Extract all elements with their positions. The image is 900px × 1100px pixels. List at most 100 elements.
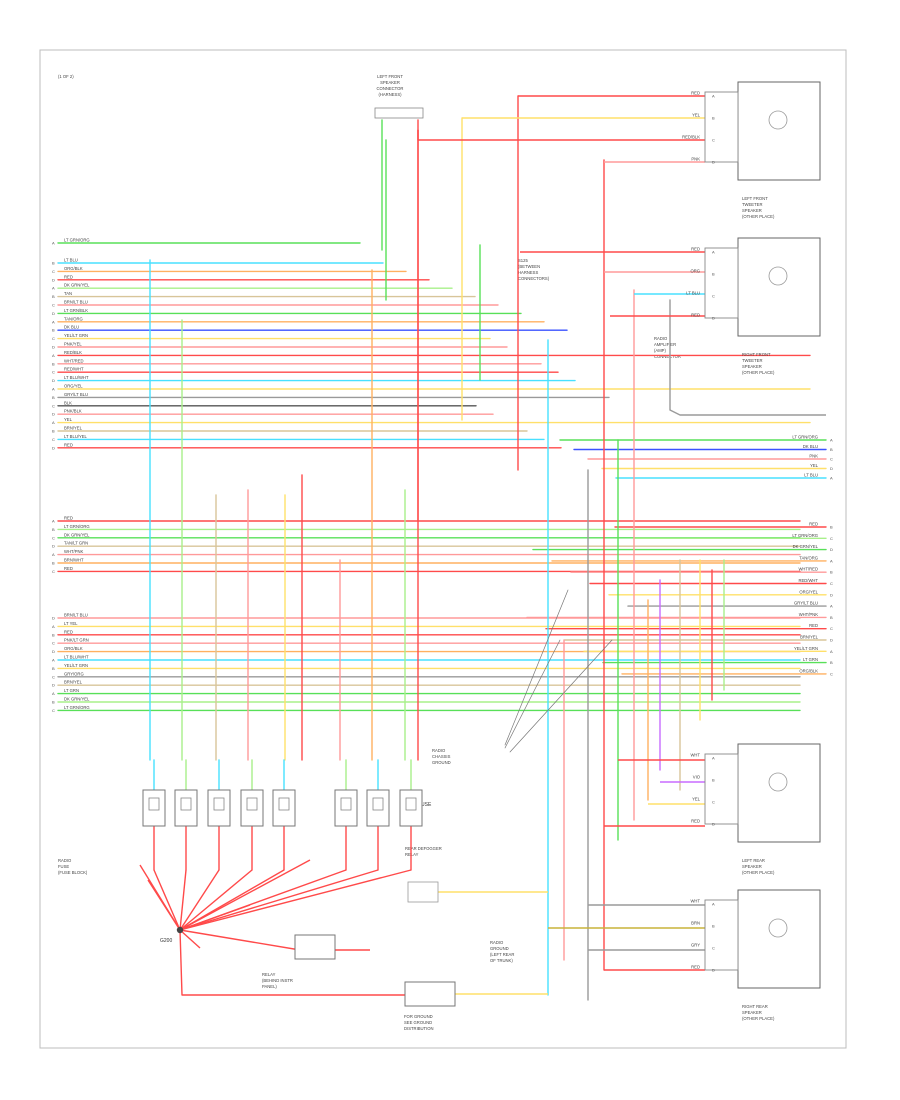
wire-label: RED: [64, 566, 73, 571]
pin-label: A: [712, 756, 715, 761]
wire-label: BRN/LT BLU: [64, 613, 88, 618]
wire-label: WHT/PNK: [799, 612, 819, 617]
speaker-box: [737, 237, 821, 337]
fuse-element: [148, 797, 160, 811]
callout-line: HARNESS: [518, 270, 538, 275]
wire-label: WHT/PNK: [64, 549, 84, 554]
wire-label: VIO: [693, 775, 701, 780]
pin-label: C: [52, 370, 55, 375]
pin-label: B: [52, 700, 55, 705]
pin-label: C: [52, 641, 55, 646]
speaker-label: (OTHER PLACE): [742, 214, 775, 219]
speaker-box: [737, 743, 821, 843]
pin-label: D: [830, 592, 833, 597]
wire-label: YEL/LT GRN: [64, 333, 88, 338]
pin-label: C: [830, 457, 833, 462]
pin-label: A: [830, 438, 833, 443]
wire-layer: [57, 93, 827, 1001]
fuse-element: [180, 797, 192, 811]
module-box: [272, 789, 296, 827]
callout-line: SPEAKER: [380, 80, 400, 85]
wire-label: DK BLU: [64, 325, 79, 330]
wire-label: RED: [64, 274, 73, 279]
pin-label: B: [52, 632, 55, 637]
speaker-connector: [704, 753, 739, 825]
wire: [179, 859, 311, 931]
wire-label: GRY/LT BLU: [64, 392, 88, 397]
pin-label: D: [52, 445, 55, 450]
pin-label: B: [52, 429, 55, 434]
wire-label: RED: [691, 313, 700, 318]
wire-label: WHT/RED: [64, 358, 84, 363]
wire-label: PNK/LT GRN: [64, 638, 89, 643]
wire: [153, 869, 181, 931]
pin-label: C: [52, 708, 55, 713]
wire-label: ORG/BLK: [799, 668, 818, 673]
wire-label: RED/BLK: [682, 135, 700, 140]
wire-label: RED: [64, 629, 73, 634]
pin-label: D: [830, 466, 833, 471]
pin-label: A: [52, 552, 55, 557]
wire: [179, 869, 253, 931]
ground-node: [176, 926, 184, 934]
pin-label: B: [52, 395, 55, 400]
pin-label: C: [52, 303, 55, 308]
wire: [179, 869, 220, 931]
pin-label: D: [830, 547, 833, 552]
pin-label: C: [830, 536, 833, 541]
wire-label: BRN/YEL: [64, 680, 83, 685]
pin-label: D: [712, 160, 715, 165]
module-box: [142, 789, 166, 827]
pin-label: B: [52, 666, 55, 671]
wire-label: LT GRN/ORG: [64, 238, 90, 243]
callout-line: RADIO: [654, 336, 668, 341]
pin-label: A: [830, 558, 833, 563]
callout-line: (LEFT REAR: [490, 952, 514, 957]
pin-label: A: [52, 241, 55, 246]
wire-label: DK GRN/YEL: [793, 544, 819, 549]
wire-label: DK GRN/YEL: [64, 283, 90, 288]
speaker-connector: [704, 91, 739, 163]
wire-label: LT GRN/ORG: [64, 524, 90, 529]
pin-label: B: [712, 272, 715, 277]
pin-label: D: [830, 638, 833, 643]
pin-label: B: [52, 294, 55, 299]
speaker-label: SPEAKER: [742, 364, 762, 369]
callout-line: RADIO: [490, 940, 504, 945]
wire-label: DK GRN/YEL: [64, 697, 90, 702]
module-box: [207, 789, 231, 827]
fuse-element: [405, 797, 417, 811]
speaker-label: LEFT FRONT: [742, 196, 768, 201]
callout-line: AMPLIFIER: [654, 342, 676, 347]
pin-label: A: [52, 519, 55, 524]
callout-line: CONNECTOR: [377, 86, 404, 91]
pin-label: B: [830, 660, 833, 665]
wire: [147, 879, 181, 931]
wire-label: RED/WHT: [798, 578, 818, 583]
callout-line: CONNECTORS): [518, 276, 550, 281]
speaker-box: [737, 889, 821, 989]
wire-label: ORG/YEL: [799, 589, 818, 594]
wire-label: GRY/ORG: [64, 671, 84, 676]
wire-label: TAN/LT GRN: [64, 541, 88, 546]
callout-line: (FUSE BLOCK): [58, 870, 88, 875]
callout-line: S125: [518, 258, 528, 263]
pin-label: B: [52, 328, 55, 333]
pin-label: B: [830, 525, 833, 530]
speaker-label: TWEETER: [742, 358, 762, 363]
pin-label: C: [712, 946, 715, 951]
wire-label: LT GRN: [64, 688, 79, 693]
pin-label: C: [830, 626, 833, 631]
module-box: [366, 789, 390, 827]
pin-label: A: [712, 94, 715, 99]
wire-label: TAN/ORG: [799, 555, 818, 560]
wire-label: TAN/ORG: [64, 316, 83, 321]
wire-label: YEL/LT GRN: [64, 663, 88, 668]
pin-label: B: [712, 778, 715, 783]
wire-label: YEL: [692, 113, 701, 118]
callout-line: RADIO: [432, 748, 446, 753]
wire-label: ORG: [690, 269, 700, 274]
wire-label: TAN: [64, 291, 72, 296]
